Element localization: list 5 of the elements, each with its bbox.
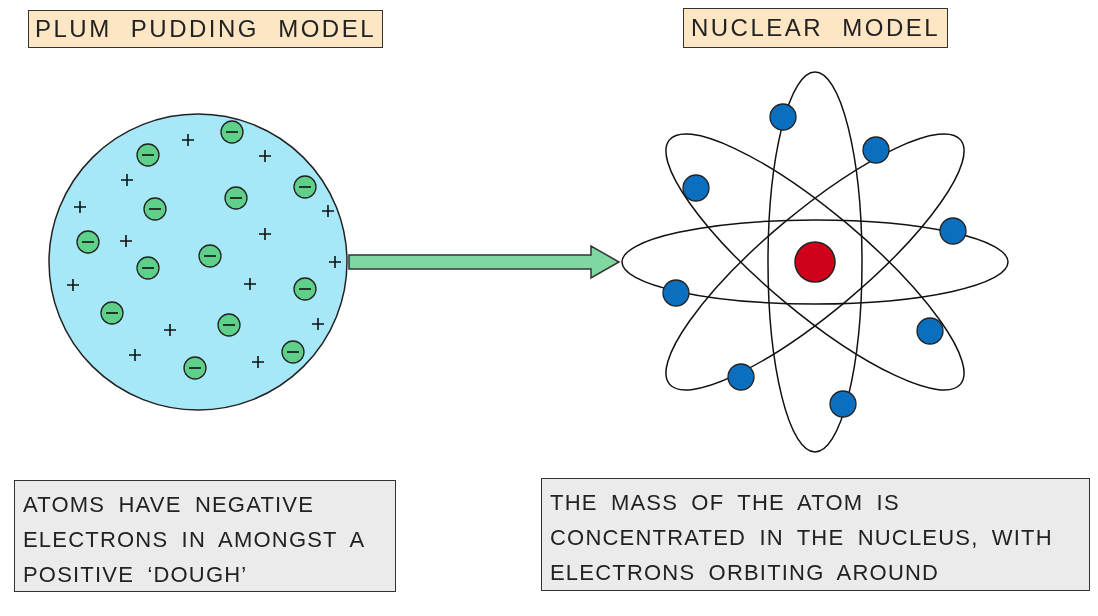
- description-note: ATOMS HAVE NEGATIVE ELECTRONS IN AMONGST A POSITIVE ‘DOUGH’: [14, 480, 396, 592]
- description-note: THE MASS OF THE ATOM IS CONCENTRATED IN THE NUCLEUS, WITH ELECTRONS ORBITING AROUND: [541, 478, 1090, 591]
- title-label: NUCLEAR MODEL: [683, 8, 948, 48]
- arrow: [348, 244, 621, 280]
- title-label: PLUM PUDDING MODEL: [28, 10, 383, 48]
